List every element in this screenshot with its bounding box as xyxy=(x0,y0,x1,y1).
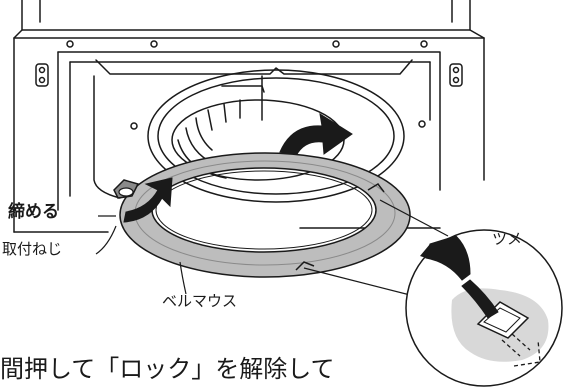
mounting-screw xyxy=(113,179,140,199)
leader-lines xyxy=(95,199,491,297)
instruction-caption: 間押して「ロック」を解除して xyxy=(0,355,335,383)
flange-screw-holes xyxy=(66,40,428,130)
rotate-arrow-icon xyxy=(279,112,353,157)
mounting-screw-label: 取付ねじ xyxy=(2,240,63,258)
fan-housing xyxy=(147,69,405,203)
bellmouth-ring xyxy=(119,152,411,278)
tab-label: ツメ xyxy=(492,230,523,248)
side-tabs xyxy=(35,63,463,87)
detail-inset xyxy=(405,229,563,387)
release-arrow-icon xyxy=(501,333,541,367)
tighten-arrow-icon xyxy=(123,177,173,223)
tighten-label: 締める xyxy=(8,202,59,222)
bellmouth-label: ベルマウス xyxy=(162,292,238,310)
cabinet-frame xyxy=(13,0,485,233)
